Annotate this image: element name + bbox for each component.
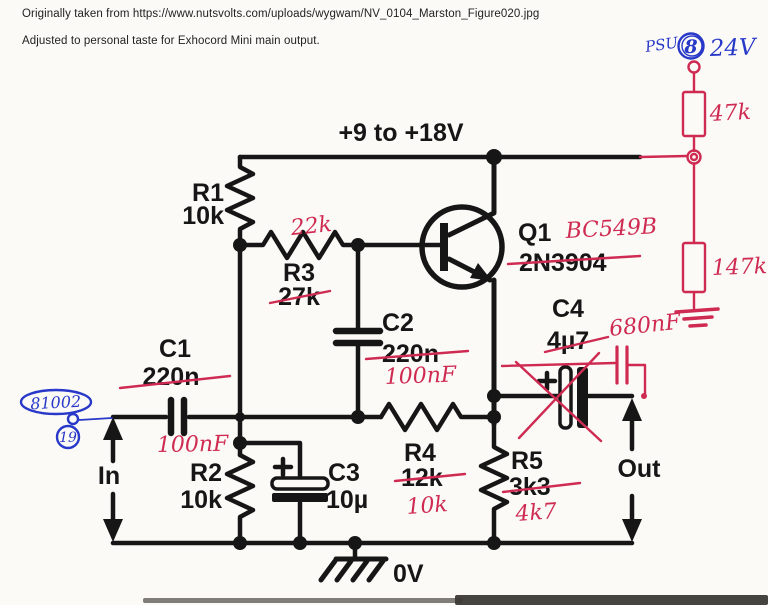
divider-top-resistor	[681, 90, 707, 138]
resistor-r1-symbol	[224, 154, 256, 248]
r5-new-value: 4k7	[514, 499, 558, 527]
r4-new-value: 10k	[406, 492, 449, 520]
red-cap-left-lead	[500, 361, 617, 368]
red-ink-marks	[118, 60, 720, 494]
c4-ref-label: C4	[552, 295, 584, 323]
r2-ref-label: R2	[190, 459, 222, 487]
r5-ref-label: R5	[511, 447, 543, 475]
c4-plate-outlined	[558, 365, 573, 430]
output-terminal-label: Out	[617, 455, 661, 483]
supply-extension-wire	[638, 154, 689, 159]
resistor-r2-symbol	[224, 452, 256, 546]
c1-value-label: 220n	[143, 363, 200, 391]
ground-label: 0V	[393, 560, 424, 588]
c1-new-value: 100nF	[157, 432, 230, 458]
r1-value-label: 10k	[182, 202, 224, 230]
c2-new-value: 100nF	[384, 362, 457, 390]
divider-bottom-resistor	[681, 241, 707, 294]
q1-new-value: BC549B	[564, 214, 658, 244]
c4-new-value: 680nF	[608, 310, 682, 342]
scan-edge-shadow	[143, 595, 768, 605]
blue-ink-text: PSU 8 24V 81002 19	[30, 33, 759, 446]
psu-voltage: 24V	[708, 34, 758, 62]
resistor-r4-symbol	[378, 401, 497, 433]
terminal-arrows	[103, 398, 642, 542]
blue-ink-marks	[19, 32, 705, 450]
connector-lead-line	[78, 417, 113, 421]
divider-top-value: 47k	[708, 100, 752, 127]
capacitor-c4-plates	[558, 365, 588, 430]
divider-tap-circle	[686, 149, 702, 165]
red-ink-text: 22k 100nF 100nF BC549B 680nF 10k 4k7 47k…	[157, 100, 768, 527]
c3-plate-solid	[272, 493, 328, 502]
capacitor-c1-plates	[167, 396, 188, 437]
r4-ref-label: R4	[404, 439, 436, 467]
red-cap-joint	[641, 393, 647, 399]
resistor-r5-symbol	[478, 421, 510, 546]
psu-pin-circle-inner	[681, 35, 703, 57]
psu-terminal-circle	[687, 60, 701, 74]
out-down-arrowhead	[622, 519, 642, 542]
in-up-arrowhead	[103, 417, 123, 440]
psu-pin-number: 8	[683, 36, 697, 58]
c3-plus-sign	[272, 456, 294, 478]
capacitor-c3-plates	[270, 476, 330, 502]
r3-ref-label: R3	[283, 259, 315, 287]
q1-ref-label: Q1	[518, 219, 551, 247]
strike-c2-value	[364, 349, 470, 361]
r3-new-value: 22k	[288, 212, 333, 241]
red-cap-plates	[615, 345, 629, 385]
ground-symbol	[318, 556, 389, 583]
red-ground-symbol	[674, 307, 720, 328]
c4-plus-sign	[536, 370, 558, 392]
printed-labels: +9 to +18V R1 10k R3 27k C2 220n C1 220n…	[98, 119, 661, 588]
psu-pin-circle	[677, 32, 705, 60]
strike-c1-value	[118, 374, 232, 390]
connector-terminal-circle	[66, 412, 80, 426]
c3-ref-label: C3	[328, 459, 360, 487]
out-up-arrowhead	[622, 398, 642, 421]
transistor-q1-symbol	[419, 204, 505, 290]
divider-tap-inner	[689, 152, 699, 162]
capacitor-c2-plates	[332, 327, 384, 347]
strike-r3-value	[268, 289, 332, 305]
connector-id: 81002	[30, 392, 82, 414]
in-down-arrowhead	[103, 519, 123, 542]
ground-hatches	[318, 558, 386, 583]
strike-c4-value	[543, 335, 610, 354]
q1-base-bar	[440, 223, 448, 271]
c4-cross-out-x	[514, 351, 603, 443]
r2-value-label: 10k	[180, 486, 222, 514]
q1-emitter-arrowhead	[470, 263, 492, 281]
connector-pin-circle	[55, 424, 81, 450]
collector-wire	[446, 154, 497, 238]
adjustment-note: Adjusted to personal taste for Exhocord …	[22, 35, 320, 47]
divider-bottom-value: 147k	[711, 254, 767, 281]
c2-ref-label: C2	[382, 309, 414, 337]
c1-ref-label: C1	[159, 335, 191, 363]
input-terminal-label: In	[98, 462, 120, 490]
red-cap-right-lead	[625, 363, 647, 396]
c4-plate-solid	[577, 367, 588, 428]
junction-dots	[233, 149, 502, 550]
c3-value-label: 10µ	[326, 486, 368, 514]
supply-rail-label: +9 to +18V	[338, 119, 463, 147]
strike-r4-value	[393, 472, 467, 483]
r1-ref-label: R1	[192, 179, 224, 207]
connector-id-oval	[19, 388, 93, 416]
resistor-r3-symbol	[237, 229, 443, 261]
c3-plate-outlined	[270, 476, 330, 491]
connector-pin: 19	[59, 430, 77, 446]
strike-r5-value	[501, 481, 582, 494]
source-note: Originally taken from https://www.nutsvo…	[22, 8, 540, 20]
strike-q1-value	[506, 254, 642, 266]
psu-label: PSU	[643, 33, 681, 56]
printed-wires	[110, 154, 643, 561]
q1-circle	[419, 204, 505, 290]
